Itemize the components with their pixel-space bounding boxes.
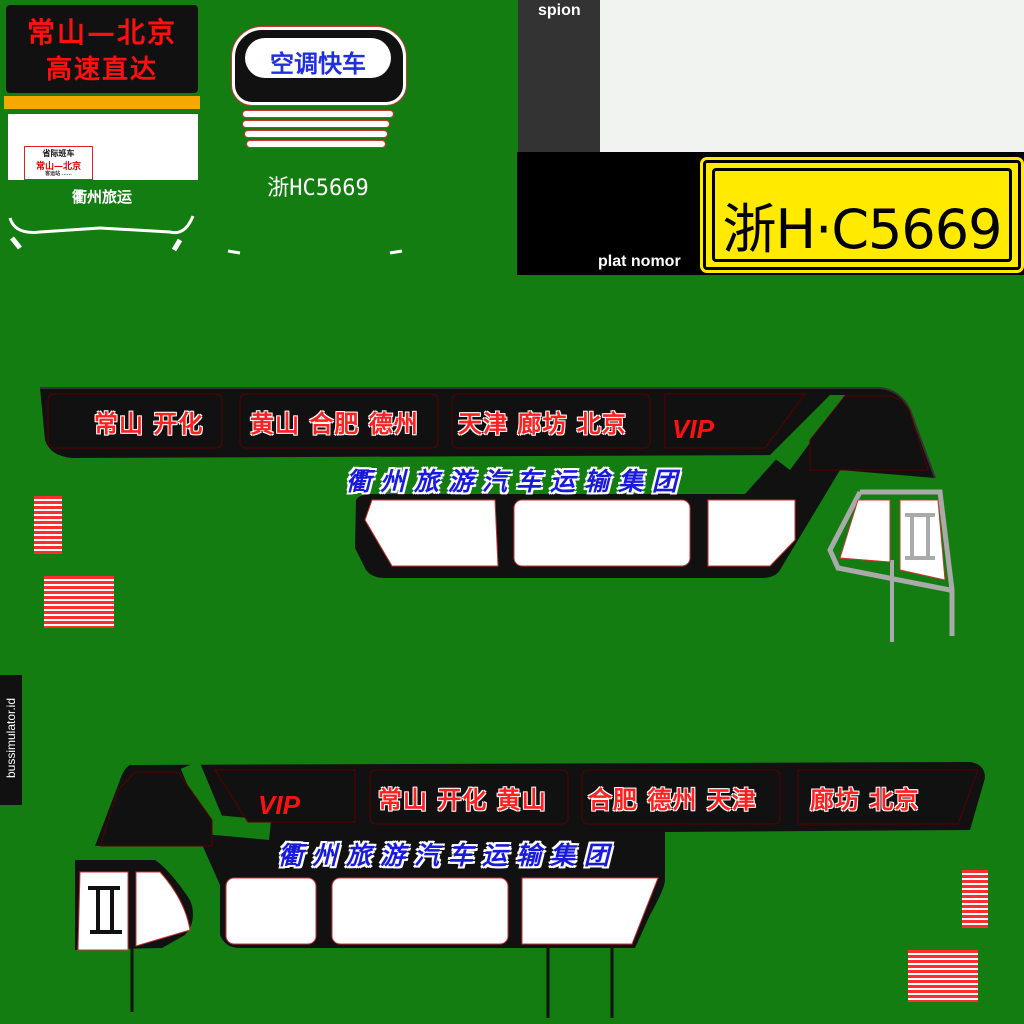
route-card-route: 常山—北京 [35, 162, 81, 172]
tail-light-texture [44, 576, 114, 628]
grille-bar [244, 130, 388, 138]
plat-nomor-label: plat nomor [598, 253, 681, 270]
grille-bar [246, 140, 386, 148]
front-grille [238, 108, 398, 156]
ac-sign-text: 空调快车 [270, 50, 366, 78]
ac-express-sign: 空调快车 [232, 27, 406, 105]
right-vip-label: VIP [672, 414, 714, 444]
left-route-group-1: 常山 开化 黄山 [378, 786, 547, 814]
route-card: 省际班车 常山—北京 客运站 …… [24, 146, 93, 180]
license-plate: 浙H·C5669 [703, 160, 1021, 270]
side-marker-texture [34, 496, 62, 554]
watermark: bussimulator.id [0, 675, 22, 805]
license-plate-frame: 浙H·C5669 [712, 168, 1012, 262]
orange-stripe [4, 96, 200, 109]
right-route-group-1: 常山 开化 [94, 410, 204, 438]
ac-sign-plate: 空调快车 [245, 38, 391, 78]
license-plate-text: 浙H·C5669 [722, 198, 1003, 261]
front-sign-line1: 常山—北京 [26, 16, 177, 49]
route-card-title: 省际班车 [42, 148, 75, 158]
spion-label: spion [538, 2, 581, 19]
front-bumper-strips [8, 215, 403, 255]
grille-bar [242, 120, 390, 128]
left-side-body-shapes [75, 761, 985, 1018]
right-route-group-2: 黄山 合肥 德州 [250, 410, 419, 438]
route-card-fine: 客运站 …… [45, 171, 72, 177]
front-company-name: 衢州旅运 [71, 188, 132, 206]
front-sign-line2: 高速直达 [45, 55, 158, 85]
tail-light-texture [908, 950, 978, 1002]
front-plate-text: 浙HC5669 [267, 176, 369, 201]
right-route-group-3: 天津 廊坊 北京 [458, 410, 627, 438]
left-vip-label: VIP [258, 790, 300, 820]
left-company-name: 衢州旅游汽车运输集团 [278, 841, 619, 870]
right-company-name: 衢州旅游汽车运输集团 [346, 467, 687, 496]
mirror-white-area [600, 0, 1024, 168]
front-destination-sign: 常山—北京 高速直达 [6, 5, 198, 93]
left-route-group-3: 廊坊 北京 [810, 786, 920, 814]
grille-bar [242, 110, 394, 118]
plate-background [517, 152, 700, 275]
side-marker-texture [962, 870, 988, 928]
right-side-body-shapes [40, 387, 955, 642]
left-route-group-2: 合肥 德州 天津 [588, 786, 757, 814]
mirror-texture-area [518, 0, 600, 152]
